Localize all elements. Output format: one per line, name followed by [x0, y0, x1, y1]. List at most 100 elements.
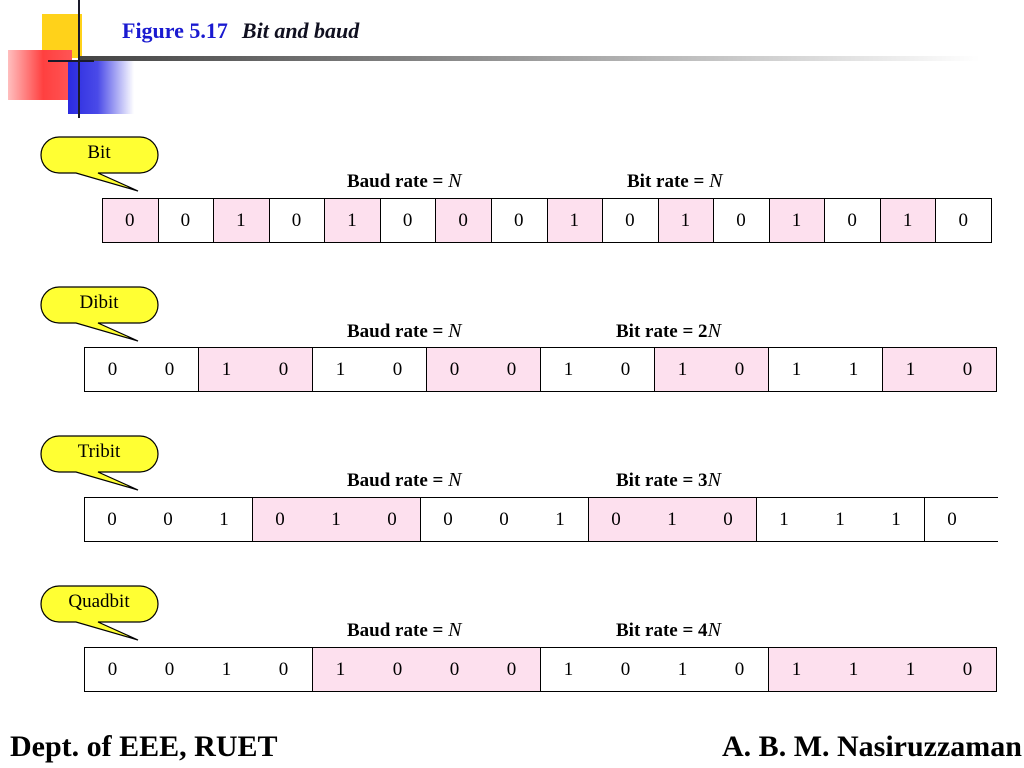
- bit-value: 0: [107, 508, 117, 530]
- bit-value: 1: [677, 358, 688, 380]
- bit-value: 1: [221, 358, 232, 380]
- bit-value: 0: [449, 658, 460, 680]
- figure-caption: Bit and baud: [241, 18, 360, 43]
- bit-value: 0: [513, 209, 524, 231]
- figure-title: Figure 5.17 Bit and baud: [122, 18, 359, 44]
- callout-dibit: Dibit: [40, 286, 162, 342]
- bit-value: 0: [506, 358, 517, 380]
- bit-rate-label: Bit rate = 2N: [616, 320, 721, 342]
- signal-unit: [102, 198, 159, 243]
- signal-unit: [435, 198, 492, 243]
- bit-value: 1: [236, 209, 246, 231]
- bit-value: 0: [402, 209, 413, 231]
- bit-value: 1: [677, 658, 688, 680]
- bit-value: 0: [387, 508, 397, 530]
- callout-bubble: [40, 585, 159, 641]
- bit-value: 0: [499, 508, 509, 530]
- baud-rate-label: Baud rate = N: [347, 170, 462, 192]
- bit-value: 1: [563, 358, 574, 380]
- bit-value: 0: [736, 209, 746, 231]
- bit-value: 1: [791, 358, 802, 380]
- bit-value: 1: [902, 209, 913, 231]
- bit-value: 0: [443, 508, 453, 530]
- baud-rate-label: Baud rate = N: [347, 320, 462, 342]
- callout-label: Quadbit: [68, 591, 130, 612]
- decor-vertical-line: [78, 0, 80, 118]
- bit-value: 0: [180, 209, 191, 231]
- bit-rate-label: Bit rate = 4N: [616, 619, 721, 641]
- bit-value: 1: [791, 658, 802, 680]
- callout-bubble: [40, 136, 159, 192]
- figure-number: Figure 5.17: [122, 18, 228, 43]
- callout-quadbit: Quadbit: [40, 585, 162, 641]
- bit-value: 0: [275, 508, 285, 530]
- bit-value: 0: [962, 358, 973, 380]
- bit-rate-label: Bit rate = 3N: [616, 469, 721, 491]
- signal-unit: [768, 647, 997, 692]
- bit-value: 1: [905, 358, 916, 380]
- bit-value: 1: [791, 209, 802, 231]
- signal-unit: [882, 347, 997, 392]
- callout-label: Tribit: [77, 441, 121, 462]
- bit-value: 0: [620, 358, 631, 380]
- bit-value: 0: [962, 658, 973, 680]
- signal-unit: [924, 497, 998, 542]
- bit-rate-label: Bit rate = N: [627, 170, 723, 192]
- bit-value: 0: [163, 508, 173, 530]
- quadbit-sequence-row: 0 0 1 0 1 0 0 0 1 0 1 0 1 1 1 0: [84, 647, 997, 692]
- bit-value: 1: [219, 508, 229, 530]
- bit-value: 0: [620, 658, 631, 680]
- bit-value: 0: [291, 209, 302, 231]
- bit-value: 1: [555, 508, 565, 530]
- signal-unit: [426, 347, 541, 392]
- signal-unit: [879, 198, 937, 243]
- bit-value: 0: [723, 508, 733, 530]
- bit-value: 0: [506, 658, 517, 680]
- decor-horizontal-line: [48, 60, 94, 62]
- bit-value: 0: [107, 658, 118, 680]
- callout-label: Bit: [87, 142, 111, 163]
- bit-value: 1: [848, 658, 859, 680]
- signal-unit: [213, 198, 270, 243]
- bit-value: 0: [164, 358, 175, 380]
- bit-value: 1: [563, 658, 574, 680]
- bit-value: 1: [331, 508, 341, 530]
- bit-value: 0: [125, 209, 135, 231]
- bit-value: 0: [847, 209, 857, 231]
- bit-value: 1: [779, 508, 789, 530]
- decor-red-square: [8, 50, 72, 100]
- signal-unit: [546, 198, 604, 243]
- bit-value: 0: [392, 358, 403, 380]
- bit-value: 0: [278, 358, 289, 380]
- bit-value: 1: [347, 209, 357, 231]
- bit-value: 1: [848, 358, 859, 380]
- bit-value: 1: [835, 508, 845, 530]
- callout-bubble: [40, 286, 159, 342]
- footer-department: Dept. of EEE, RUET: [10, 730, 278, 763]
- callout-bubble: [40, 435, 159, 491]
- bit-value: 0: [734, 358, 745, 380]
- bit-value: 0: [449, 358, 460, 380]
- bit-value: 0: [458, 209, 468, 231]
- bit-value: 1: [905, 658, 916, 680]
- callout-bit: Bit: [40, 136, 162, 192]
- bit-value: 1: [221, 658, 232, 680]
- signal-unit: [657, 198, 715, 243]
- bit-value: 0: [107, 358, 118, 380]
- bit-value: 0: [278, 658, 289, 680]
- bit-value: 0: [734, 658, 745, 680]
- bit-value: 1: [569, 209, 580, 231]
- bit-value: 1: [891, 508, 901, 530]
- callout-label: Dibit: [79, 292, 119, 313]
- bit-value: 0: [392, 658, 403, 680]
- bit-value: 1: [335, 658, 346, 680]
- footer-author: A. B. M. Nasiruzzaman: [722, 730, 1022, 763]
- bit-value: 0: [164, 658, 175, 680]
- bit-value: 0: [947, 508, 957, 530]
- bit-value: 0: [958, 209, 968, 231]
- bit-value: 0: [625, 209, 635, 231]
- baud-rate-label: Baud rate = N: [347, 619, 462, 641]
